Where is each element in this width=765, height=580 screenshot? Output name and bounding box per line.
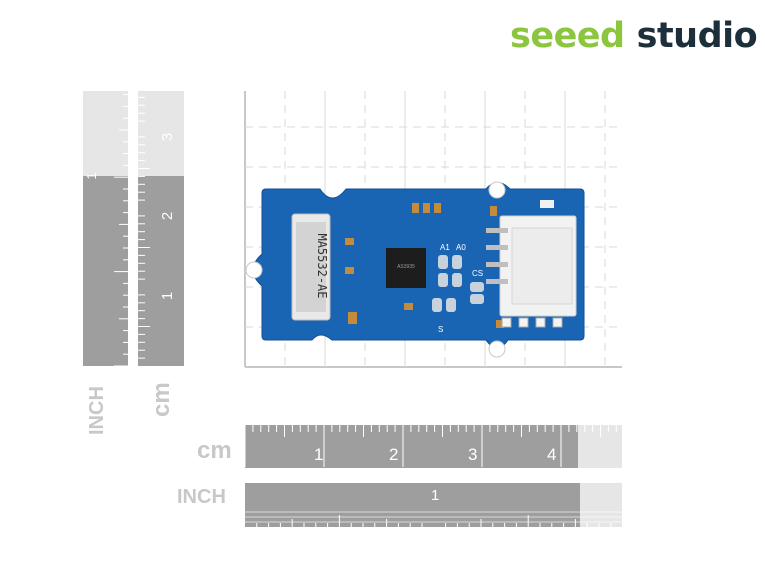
vertical-ruler: 3 2 1 1: [83, 91, 184, 367]
logo-word-seeed: seeed: [510, 16, 625, 56]
pad-label-s: S: [438, 325, 443, 334]
hruler-cm-3: 3: [468, 445, 477, 464]
vruler-cm-3: 3: [159, 133, 176, 141]
hruler-inch-1: 1: [431, 487, 439, 504]
antenna-chip-label: MA5532-AE: [315, 233, 329, 298]
vruler-inch-1: 1: [84, 172, 99, 179]
vertical-ruler-unit-cm: cm: [148, 382, 175, 417]
vruler-cm-1: 1: [159, 292, 176, 300]
pad-label-a1: A1: [440, 243, 450, 252]
horizontal-ruler-unit-inch: INCH: [177, 486, 226, 508]
hruler-cm-1: 1: [314, 445, 323, 464]
ic-marking: AS3935: [397, 264, 415, 270]
logo-word-studio: studio: [636, 16, 758, 56]
horizontal-ruler-unit-cm: cm: [197, 437, 232, 464]
pad-label-cs: CS: [472, 269, 483, 278]
horizontal-ruler-cm: 1 2 3 4: [244, 425, 622, 468]
vertical-ruler-unit-inch: INCH: [86, 386, 108, 435]
vruler-cm-2: 2: [159, 212, 176, 220]
hruler-cm-2: 2: [389, 445, 398, 464]
horizontal-ruler-inch: 1: [245, 483, 622, 527]
grove-sensor-board: MA5532-AE AS3935 A1 A0 CS S: [245, 181, 585, 358]
hruler-cm-4: 4: [547, 445, 556, 464]
pad-label-a0: A0: [456, 243, 466, 252]
seeed-studio-logo: seeed studio: [510, 16, 758, 56]
